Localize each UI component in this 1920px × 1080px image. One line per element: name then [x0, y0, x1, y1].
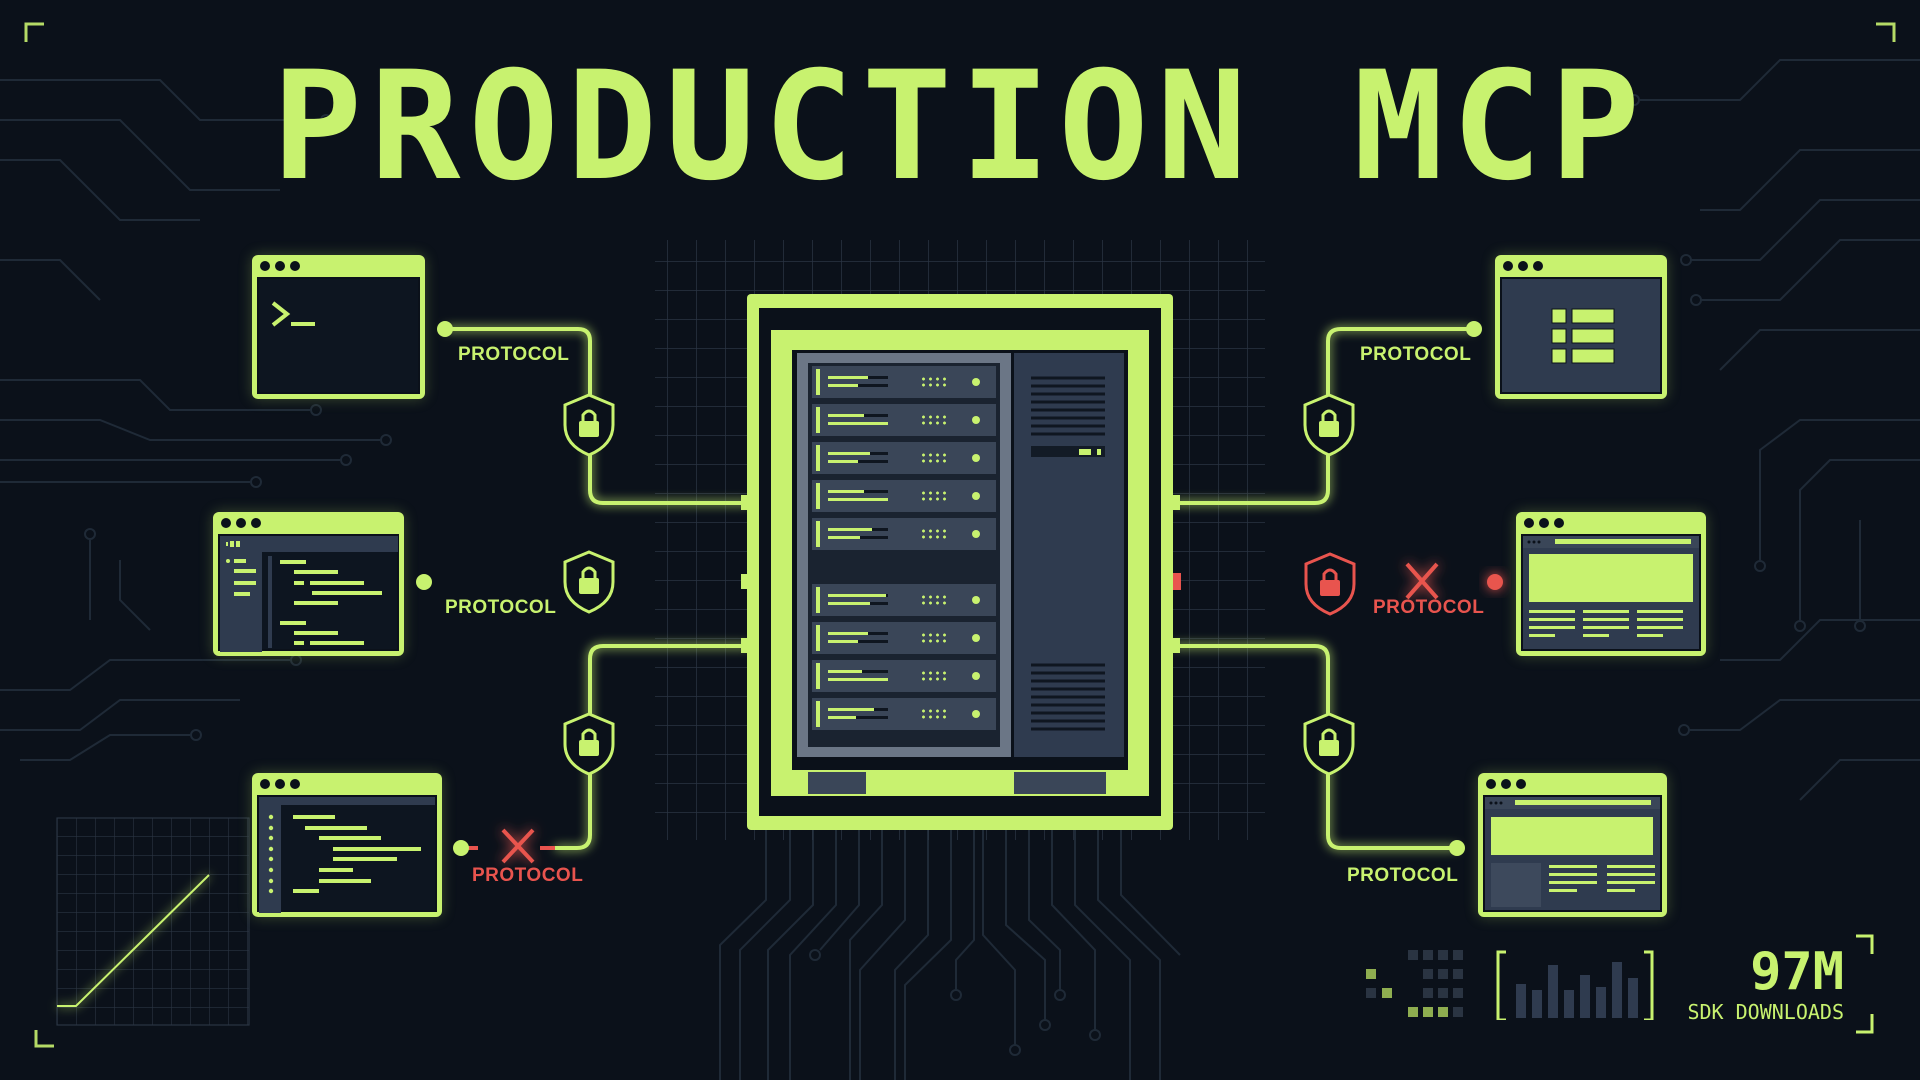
web-page-icon: [1523, 536, 1699, 637]
rack-unit: [812, 404, 996, 436]
protocol-label-right-middle: PROTOCOL: [1373, 597, 1485, 618]
corner-brackets: [24, 22, 1896, 1048]
bar-glyph-icon: [1496, 950, 1654, 1020]
shield-lock-icon: [563, 393, 615, 457]
shield-lock-icon: [1303, 393, 1355, 457]
rack-unit: [812, 660, 996, 692]
shield-lock-icon: [563, 712, 615, 776]
protocol-label-left-middle: PROTOCOL: [445, 597, 557, 618]
mini-line-chart: [56, 817, 250, 1026]
window-controls: [1486, 779, 1526, 789]
client-window-code-listing[interactable]: [252, 773, 442, 917]
rack-unit: [812, 518, 996, 550]
rack-unit: [812, 480, 996, 512]
protocol-label-left-top: PROTOCOL: [458, 344, 570, 365]
shield-lock-icon: [563, 550, 615, 614]
error-x-icon: [1405, 562, 1439, 600]
rack-unit: [812, 584, 996, 616]
shield-lock-icon-error: [1304, 552, 1356, 616]
window-controls: [260, 261, 300, 271]
rack-unit: [812, 442, 996, 474]
stat-value: 97M: [1750, 942, 1844, 1002]
window-controls: [1524, 518, 1564, 528]
window-controls: [221, 518, 261, 528]
rack-unit: [812, 366, 996, 398]
stat-label: SDK DOWNLOADS: [1687, 1000, 1844, 1024]
dashboard-page-icon: [1485, 797, 1660, 907]
code-listing-icon: [259, 797, 435, 913]
client-window-list[interactable]: [1495, 255, 1667, 399]
window-controls: [1503, 261, 1543, 271]
rack-unit: [812, 622, 996, 654]
client-window-terminal[interactable]: [252, 255, 425, 399]
client-window-web-page[interactable]: [1516, 512, 1706, 656]
shield-lock-icon: [1303, 712, 1355, 776]
pixel-grid-icon: [1366, 950, 1463, 1017]
protocol-label-left-bottom: PROTOCOL: [472, 865, 584, 886]
code-editor-icon: [220, 536, 398, 652]
client-window-dashboard[interactable]: [1478, 773, 1667, 917]
client-window-code-editor[interactable]: [213, 512, 404, 656]
terminal-prompt-icon: [271, 301, 315, 327]
error-x-icon: [501, 828, 535, 864]
page-title: PRODUCTION MCP: [271, 40, 1649, 214]
rack-unit: [812, 698, 996, 730]
stats-decor: [1366, 950, 1654, 1020]
protocol-label-right-top: PROTOCOL: [1360, 344, 1472, 365]
protocol-label-right-bottom: PROTOCOL: [1347, 865, 1459, 886]
stats-corner-brackets: [1856, 934, 1874, 1034]
window-controls: [260, 779, 300, 789]
circuit-traces: [0, 59, 1920, 1080]
list-icon: [1551, 308, 1615, 364]
